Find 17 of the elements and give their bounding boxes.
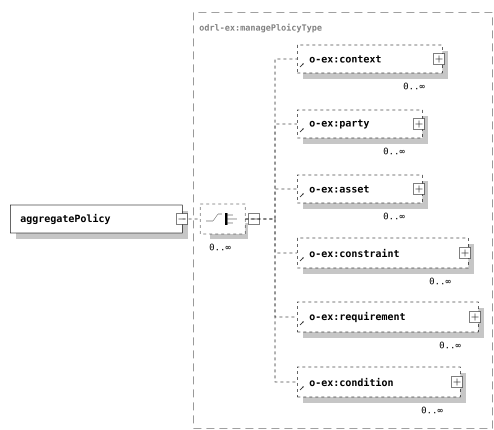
element-box: o-ex:constraint xyxy=(297,238,474,274)
compositor-symbol xyxy=(200,204,260,239)
element-box: o-ex:party xyxy=(297,110,428,144)
multiplicity-label: 0..∞ xyxy=(404,82,425,90)
multiplicity-label: 0..∞ xyxy=(440,342,461,348)
multiplicity-label: 0..∞ xyxy=(430,278,451,284)
multiplicity-label: 0..∞ xyxy=(422,406,443,414)
multiplicity-label: 0..∞ xyxy=(210,244,231,250)
element-box: aggregatePolicy xyxy=(10,204,188,239)
multiplicity-label: 0..∞ xyxy=(384,148,405,154)
element-box: o-ex:condition xyxy=(297,366,466,403)
element-box: o-ex:context xyxy=(297,44,448,79)
connector-line xyxy=(182,218,200,220)
multiplicity-label: 0..∞ xyxy=(384,212,405,220)
connector-line xyxy=(245,218,298,382)
element-box: o-ex:asset xyxy=(297,174,428,209)
element-box: o-ex:requirement xyxy=(297,302,484,338)
